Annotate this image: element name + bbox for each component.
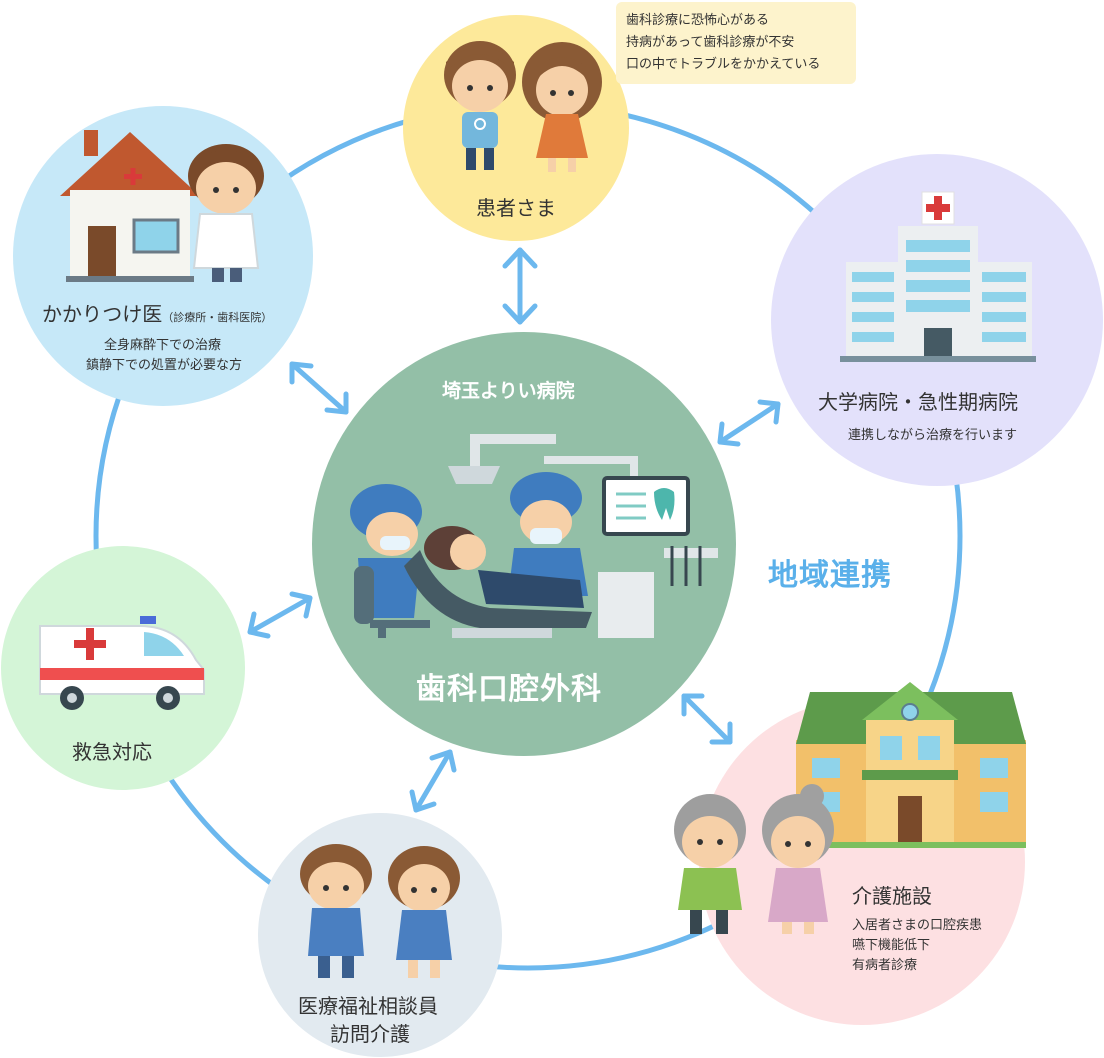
- region-cooperation-label: 地域連携: [768, 558, 892, 593]
- ambulance-illustration: [39, 616, 205, 710]
- dental-treatment-illustration: [350, 434, 718, 638]
- family-doctor-title-main: かかりつけ医: [42, 302, 163, 326]
- welfare-staff-illustration: [300, 844, 460, 978]
- center-department-name: 歯科口腔外科: [416, 672, 602, 707]
- arrow-care-facility: [681, 693, 733, 745]
- family-doctor-line: 全身麻酔下での治療: [104, 338, 222, 353]
- clinic-illustration: [60, 130, 200, 282]
- care-facility-illustration: [790, 682, 1026, 848]
- arrow-emergency: [247, 591, 313, 639]
- emergency-title: 救急対応: [72, 740, 152, 764]
- elderly-couple-illustration: [674, 784, 834, 934]
- patient-concern-item: 口の中でトラブルをかかえている: [626, 57, 821, 72]
- university-hospital-illustration: [840, 191, 1036, 362]
- care-facility-line: 入居者さまの口腔疾患: [852, 918, 983, 933]
- welfare-title-line: 医療福祉相談員: [298, 994, 438, 1018]
- care-facility-line: 有病者診療: [852, 958, 918, 973]
- university-hospital-title: 大学病院・急性期病院: [818, 390, 1018, 414]
- patient-couple-illustration: [444, 41, 602, 172]
- arrow-patient: [502, 247, 538, 325]
- patient-concerns-note: 歯科診療に恐怖心がある 持病があって歯科診療が不安 口の中でトラブルをかかえてい…: [616, 2, 856, 84]
- care-facility-title: 介護施設: [852, 884, 932, 908]
- doctor-illustration: [188, 144, 264, 282]
- arrow-university-hospital: [717, 399, 781, 447]
- patient-concern-item: 歯科診療に恐怖心がある: [626, 13, 770, 28]
- family-doctor-title-note: （診療所・歯科医院）: [162, 311, 273, 324]
- patient-concern-item: 持病があって歯科診療が不安: [626, 35, 795, 50]
- welfare-title-line: 訪問介護: [330, 1022, 410, 1046]
- patient-title: 患者さま: [476, 196, 556, 220]
- university-hospital-line: 連携しながら治療を行います: [848, 428, 1018, 443]
- arrow-family-doctor: [289, 361, 349, 415]
- family-doctor-title: かかりつけ医（診療所・歯科医院）: [42, 298, 272, 327]
- family-doctor-line: 鎮静下での処置が必要な方: [86, 358, 243, 373]
- center-circle: [312, 332, 736, 756]
- center-hospital-name: 埼玉よりい病院: [442, 380, 575, 402]
- care-facility-line: 嚥下機能低下: [852, 938, 931, 953]
- arrow-welfare: [409, 749, 457, 813]
